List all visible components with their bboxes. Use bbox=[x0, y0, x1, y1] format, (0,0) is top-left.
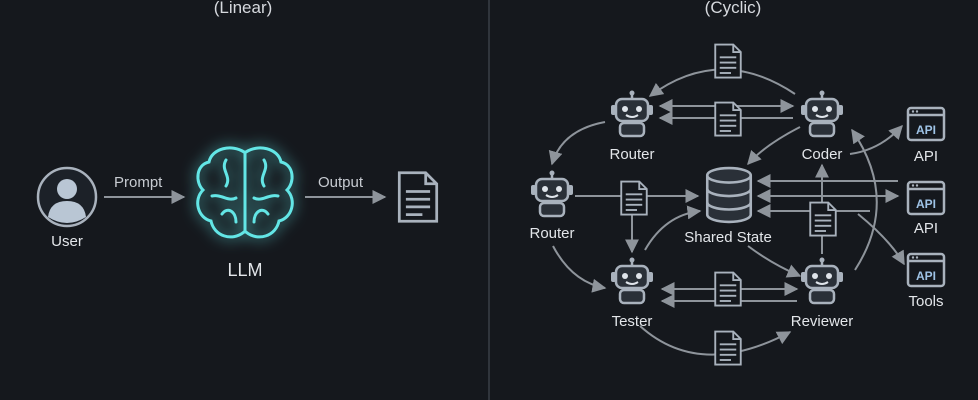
prompt-label: Prompt bbox=[114, 174, 163, 191]
robot-icon bbox=[609, 90, 655, 138]
router-to-left-router bbox=[548, 121, 606, 166]
tools-node: API Tools bbox=[906, 252, 946, 310]
api-badge-text: API bbox=[916, 123, 936, 137]
coder-node: Coder bbox=[799, 90, 845, 163]
robot-icon bbox=[799, 90, 845, 138]
reviewer-to-coder-arc bbox=[851, 128, 878, 271]
linear-header: (Linear) bbox=[214, 0, 273, 17]
tools-label: Tools bbox=[908, 293, 943, 310]
router-top-label: Router bbox=[609, 146, 654, 163]
api-node-2: API API bbox=[906, 180, 946, 237]
database-icon bbox=[705, 166, 753, 224]
robot-icon bbox=[799, 257, 845, 305]
output-document-icon bbox=[397, 171, 439, 223]
tester-to-reviewer-arc bbox=[639, 325, 792, 356]
message-document-icon bbox=[809, 201, 837, 237]
api-node-1: API API bbox=[906, 106, 946, 165]
message-document-icon bbox=[714, 271, 742, 307]
api-1-label: API bbox=[914, 148, 938, 165]
reviewer-label: Reviewer bbox=[791, 313, 854, 330]
output-label: Output bbox=[318, 174, 364, 191]
router-left-label: Router bbox=[529, 225, 574, 242]
state-to-tools bbox=[857, 213, 905, 266]
coder-label: Coder bbox=[802, 146, 843, 163]
tester-to-state bbox=[644, 205, 702, 251]
robot-icon bbox=[609, 257, 655, 305]
state-to-reviewer bbox=[747, 245, 802, 278]
coder-to-state bbox=[747, 126, 801, 166]
user-avatar-icon bbox=[36, 166, 98, 228]
message-document-icon bbox=[714, 101, 742, 137]
message-document-icon bbox=[620, 180, 648, 216]
api-2-label: API bbox=[914, 220, 938, 237]
shared-state-label: Shared State bbox=[684, 229, 772, 246]
user-label: User bbox=[51, 233, 83, 250]
shared-state-node: Shared State bbox=[684, 166, 772, 246]
api-badge-text: API bbox=[916, 269, 936, 283]
brain-icon bbox=[196, 146, 294, 239]
llm-node: LLM bbox=[196, 146, 294, 280]
coder-to-api1 bbox=[849, 124, 903, 155]
tester-label: Tester bbox=[612, 313, 653, 330]
tester-node: Tester bbox=[609, 257, 655, 330]
reviewer-node: Reviewer bbox=[791, 257, 854, 330]
router-left-node: Router bbox=[529, 170, 575, 242]
llm-label: LLM bbox=[227, 260, 262, 280]
cyclic-header: (Cyclic) bbox=[705, 0, 762, 17]
robot-icon bbox=[529, 170, 575, 218]
router-top-node: Router bbox=[609, 90, 655, 163]
message-document-icon bbox=[714, 330, 742, 366]
user-node: User bbox=[36, 166, 98, 250]
left-router-to-tester bbox=[552, 245, 607, 293]
message-document-icon bbox=[714, 43, 742, 79]
api-badge-text: API bbox=[916, 197, 936, 211]
